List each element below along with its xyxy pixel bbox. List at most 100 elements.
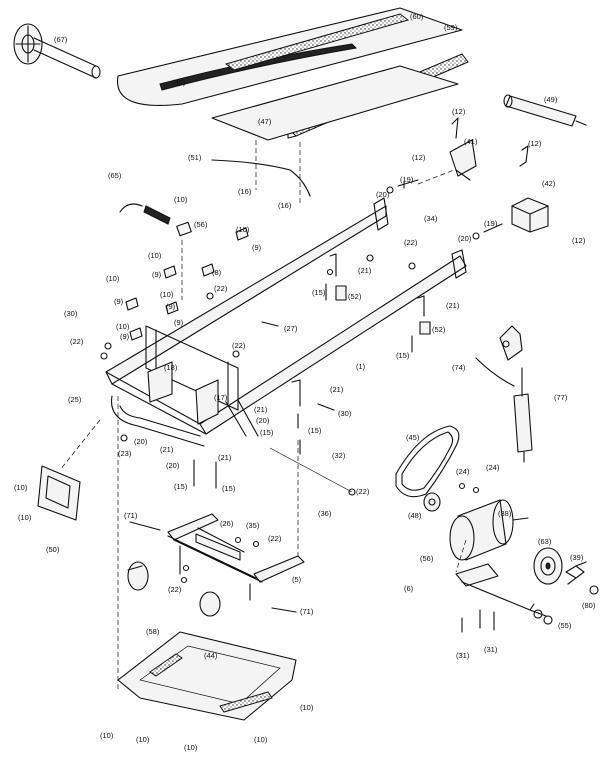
callout-22-d: (22) [232,341,246,350]
callout-22-e: (22) [356,487,370,496]
lift-bracket-74 [475,325,523,387]
gas-strut-77 [513,367,533,463]
flywheel-63 [533,547,563,585]
callout-19-a: (19) [400,175,414,184]
callout-10-m: (10) [184,743,198,752]
callout-18: (18) [164,363,178,372]
front-roller [13,23,101,79]
callout-20-d: (20) [134,437,148,446]
side-rail-60 [224,13,410,71]
callout-27: (27) [284,324,298,333]
drive-belt-45 [395,425,460,498]
callout-20-a: (20) [376,190,390,199]
callout-15-c: (15) [260,428,274,437]
callout-67: (67) [54,35,68,44]
motor-bracket-41 [449,117,477,181]
callout-52-b: (52) [432,325,446,334]
callout-56-b: (56) [420,554,434,563]
callout-21-c: (21) [330,385,344,394]
cooling-fan-39 [565,561,587,585]
assembly-leader-lines [59,140,467,690]
walking-belt [117,7,463,106]
motor-pulley-48 [423,492,441,512]
callout-12-c: (12) [412,153,426,162]
callout-22-f: (22) [268,534,282,543]
callout-21-d: (21) [254,405,268,414]
callout-41: (41) [464,137,478,146]
callout-71-b: (71) [300,607,314,616]
spring-65 [119,203,192,237]
callout-1: (1) [356,362,366,371]
motor-mount-6 [455,563,553,625]
callout-10-h: (10) [18,513,32,522]
callout-31-b: (31) [484,645,498,654]
callout-10-j: (10) [100,731,114,740]
nut-80 [589,585,599,595]
callout-30-b: (30) [338,409,352,418]
callout-15-b: (15) [396,351,410,360]
callout-35: (35) [246,521,260,530]
callout-10-b: (10) [236,225,250,234]
callout-10-i: (10) [300,703,314,712]
callout-15-e: (15) [174,482,188,491]
callout-32: (32) [332,451,346,460]
switch-block-42 [511,197,549,233]
callout-21-a: (21) [358,266,372,275]
lift-linkage-5 [167,513,305,601]
rear-roller [503,94,587,127]
callout-51: (51) [188,153,202,162]
callout-9-d: (9) [166,302,176,311]
bracket-12 [519,145,529,167]
callout-49: (49) [544,95,558,104]
callout-19-b: (19) [484,219,498,228]
callout-65: (65) [108,171,122,180]
callout-24-a: (24) [456,467,470,476]
callout-50: (50) [46,545,60,554]
callout-10-k: (10) [136,735,150,744]
callout-26: (26) [220,519,234,528]
callout-63: (63) [538,537,552,546]
callout-71-a: (71) [124,511,138,520]
callout-17: (17) [214,393,228,402]
callout-22-c: (22) [70,337,84,346]
callout-59: (59) [444,23,458,32]
drive-motor-38 [449,499,529,561]
callout-10-a: (10) [174,195,188,204]
callout-52-a: (52) [348,292,362,301]
callout-23: (23) [118,449,132,458]
callout-8: (8) [212,268,222,277]
callout-44: (44) [204,651,218,660]
wire-harness [211,159,311,197]
roller-58 [127,561,149,591]
callout-46: (46) [172,78,186,87]
callout-9-c: (9) [114,297,124,306]
callout-21-b: (21) [446,301,460,310]
callout-34: (34) [424,214,438,223]
callout-22-a: (22) [404,238,418,247]
callout-48: (48) [408,511,422,520]
hardware-fasteners [100,179,503,633]
part-callouts: (67) (60) (59) (46) (49) (47) (12) (41) … [14,12,596,752]
callout-45: (45) [406,433,420,442]
callout-36: (36) [318,509,332,518]
callout-20-c: (20) [256,416,270,425]
callout-10-l: (10) [254,735,268,744]
callout-10-e: (10) [160,290,174,299]
callout-25: (25) [68,395,82,404]
callout-21-f: (21) [218,453,232,462]
callout-22-g: (22) [168,585,182,594]
callout-20-e: (20) [166,461,180,470]
callout-9-a: (9) [252,243,262,252]
deck-board [211,65,459,141]
callout-47: (47) [258,117,272,126]
callout-15-f: (15) [222,484,236,493]
callout-10-c: (10) [148,251,162,260]
callout-12-b: (12) [528,139,542,148]
callout-42: (42) [542,179,556,188]
callout-5: (5) [292,575,302,584]
callout-22-b: (22) [214,284,228,293]
callout-15-d: (15) [308,426,322,435]
callout-74: (74) [452,363,466,372]
callout-9-f: (9) [120,332,130,341]
